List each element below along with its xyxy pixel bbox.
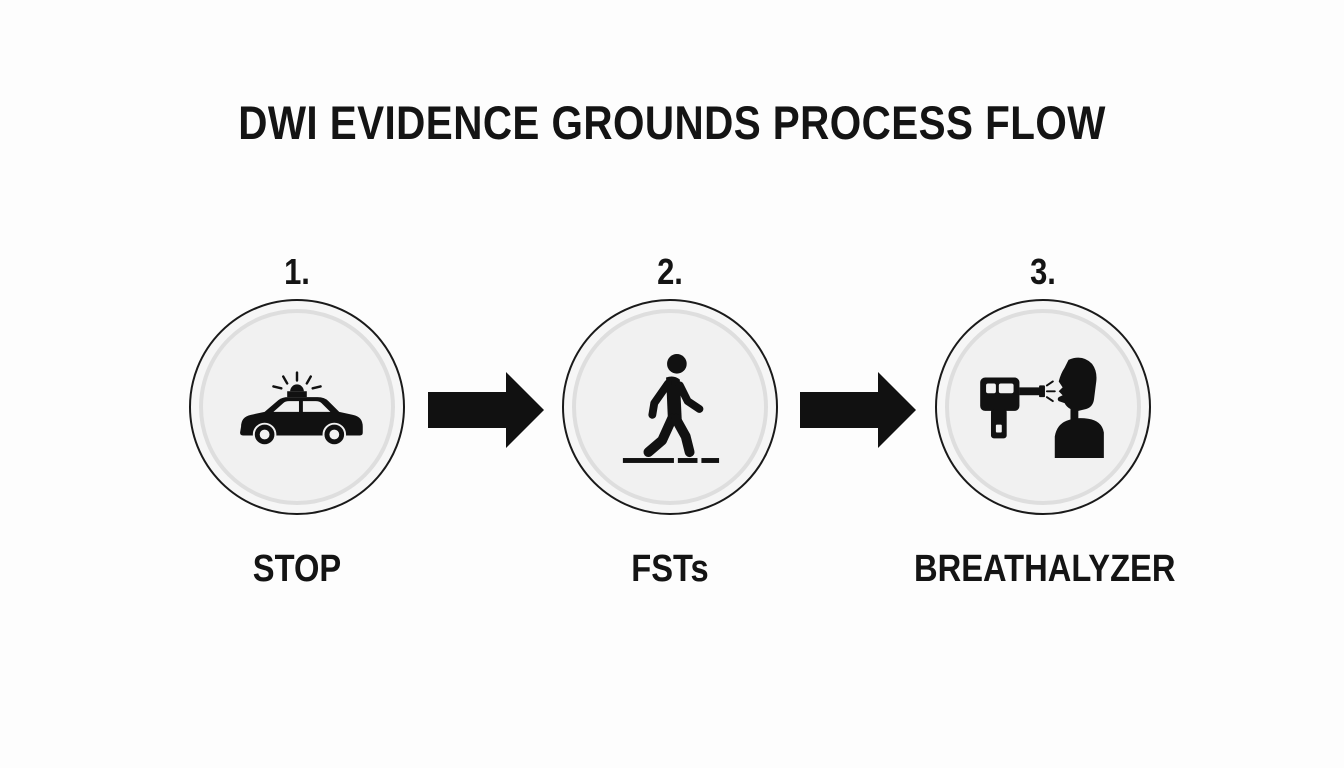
step-number: 2. bbox=[657, 251, 683, 292]
step-label: STOP bbox=[252, 548, 342, 590]
walking-person-icon bbox=[622, 354, 720, 463]
breathalyzer-icon bbox=[980, 357, 1104, 459]
step-circle-ring bbox=[945, 309, 1141, 505]
step-label: BREATHALYZER bbox=[914, 548, 1176, 590]
diagram-title: DWI EVIDENCE GROUNDS PROCESS FLOW bbox=[238, 96, 1106, 149]
step-number: 1. bbox=[284, 251, 310, 292]
arrow-right-icon bbox=[800, 372, 916, 448]
arrow-right-icon bbox=[428, 372, 544, 448]
step-circle bbox=[562, 299, 778, 515]
step-fsts: 2. FSTs bbox=[550, 0, 790, 768]
step-circle bbox=[935, 299, 1151, 515]
step-number: 3. bbox=[1030, 251, 1056, 292]
step-breathalyzer: 3. bbox=[914, 0, 1175, 768]
step-label: FSTs bbox=[631, 548, 709, 590]
step-circle bbox=[189, 299, 405, 515]
police-car-icon bbox=[240, 371, 363, 447]
step-stop: 1. bbox=[177, 0, 417, 768]
